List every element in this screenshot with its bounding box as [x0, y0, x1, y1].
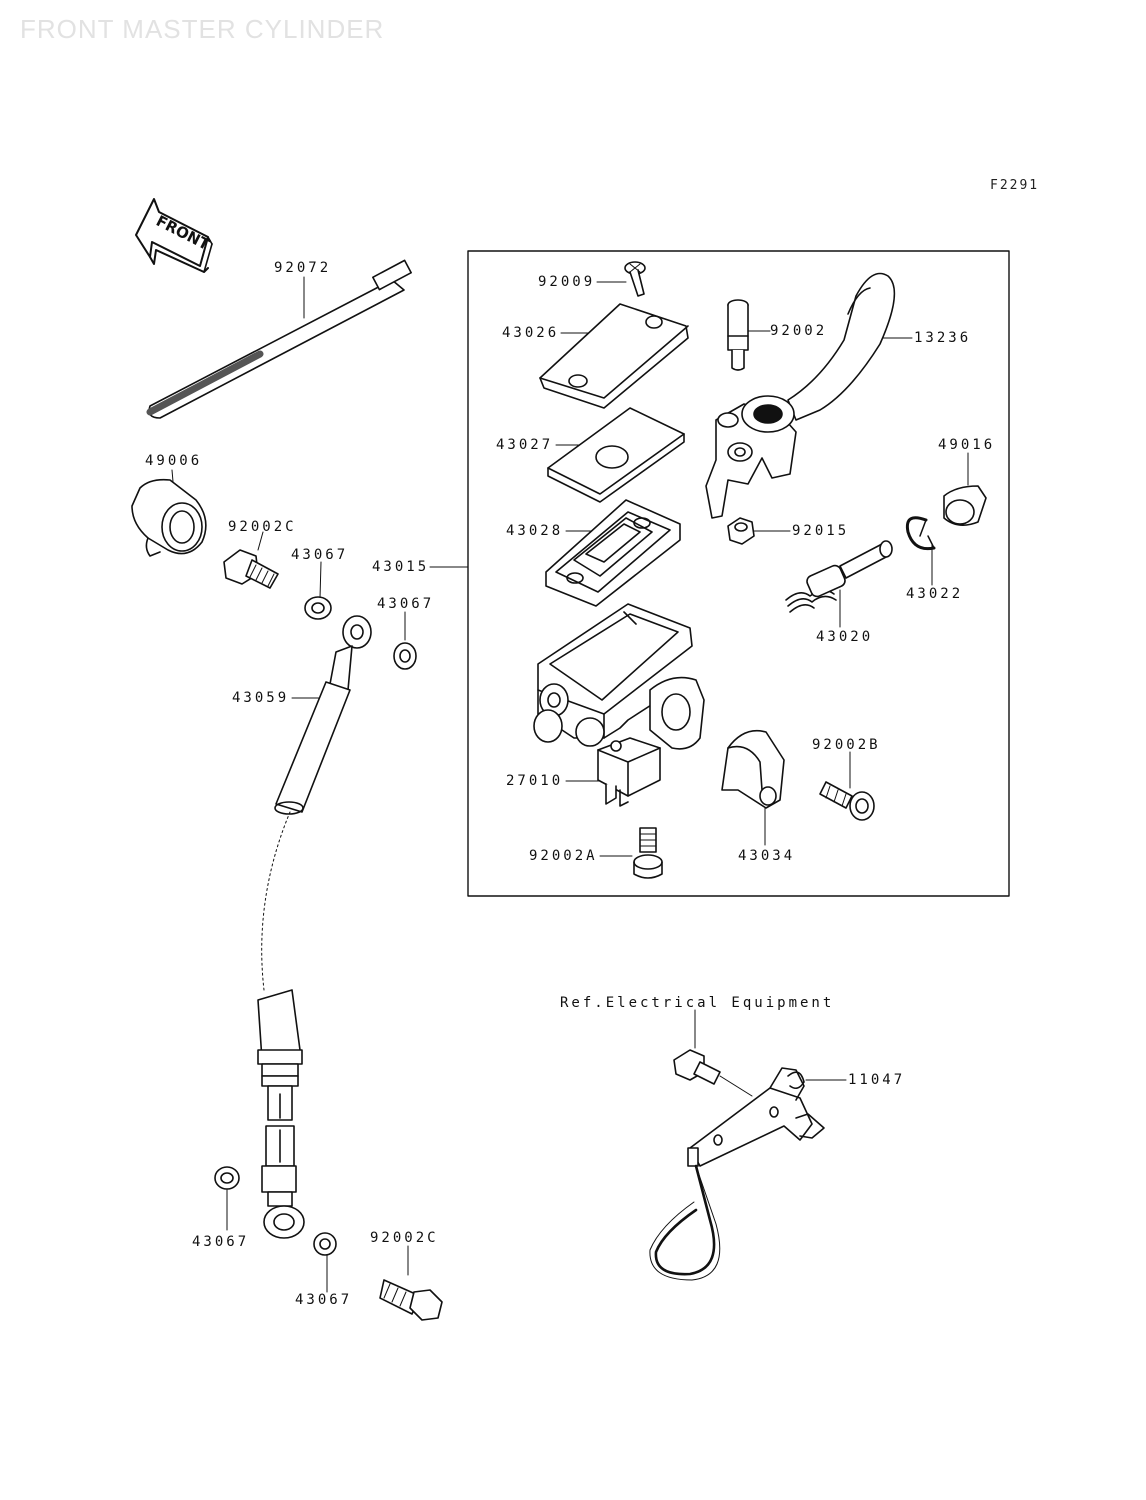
screw-92009: [625, 262, 645, 296]
nut-92015: [728, 518, 754, 544]
banjo-bolt-92002c-top: [224, 550, 278, 588]
label-43034: 43034: [738, 848, 796, 864]
banjo-bolt-92002c-bottom: [380, 1280, 442, 1320]
washer-43067-a: [305, 597, 331, 619]
label-43059: 43059: [232, 690, 290, 706]
label-43067-a: 43067: [291, 547, 349, 563]
brake-hose-lower: [258, 990, 304, 1238]
brake-switch-27010: [598, 738, 660, 806]
label-43022: 43022: [906, 586, 964, 602]
label-43067-c: 43067: [192, 1234, 250, 1250]
label-92002b: 92002B: [812, 737, 881, 753]
label-92002c-top: 92002C: [228, 519, 297, 535]
figure-code: F2291: [990, 178, 1040, 193]
circlip-43022: [907, 518, 934, 549]
reservoir-cap-43026: [540, 304, 688, 408]
diaphragm-43028: [546, 500, 680, 606]
label-43026: 43026: [502, 325, 560, 341]
label-43067-b: 43067: [377, 596, 435, 612]
label-92002a: 92002A: [529, 848, 598, 864]
label-92002c-bottom: 92002C: [370, 1230, 439, 1246]
label-43015: 43015: [372, 559, 430, 575]
bolt-92002b: [820, 782, 874, 820]
piston-43020: [786, 541, 892, 612]
label-92009: 92009: [538, 274, 596, 290]
label-27010: 27010: [506, 773, 564, 789]
brake-hose-43059: [262, 616, 371, 990]
label-13236: 13236: [914, 330, 972, 346]
dust-boot-49016: [944, 486, 986, 525]
assembly-box: [468, 251, 1009, 896]
label-43020: 43020: [816, 629, 874, 645]
label-43027: 43027: [496, 437, 554, 453]
label-ref-electrical: Ref.Electrical Equipment: [560, 995, 835, 1011]
boot-49006: [132, 480, 206, 556]
washer-43067-c: [215, 1167, 239, 1189]
label-49016: 49016: [938, 437, 996, 453]
cable-tie-92072: [149, 260, 411, 418]
washer-43067-d: [314, 1233, 336, 1255]
master-cylinder-body: [534, 604, 704, 749]
label-92002: 92002: [770, 323, 828, 339]
label-43028: 43028: [506, 523, 564, 539]
washer-43067-b: [394, 643, 416, 669]
bracket-11047: [650, 1050, 824, 1280]
label-49006: 49006: [145, 453, 203, 469]
front-arrow-icon: FRONT: [136, 199, 213, 272]
diaphragm-plate-43027: [548, 408, 684, 502]
label-11047: 11047: [848, 1072, 906, 1088]
pivot-bolt-92002: [728, 300, 748, 370]
label-92072: 92072: [274, 260, 332, 276]
bolt-92002a: [634, 828, 662, 878]
page-title: FRONT MASTER CYLINDER: [20, 14, 385, 44]
label-43067-d: 43067: [295, 1292, 353, 1308]
brake-lever-13236: [706, 274, 894, 519]
label-92015: 92015: [792, 523, 850, 539]
clamp-43034: [722, 731, 784, 808]
